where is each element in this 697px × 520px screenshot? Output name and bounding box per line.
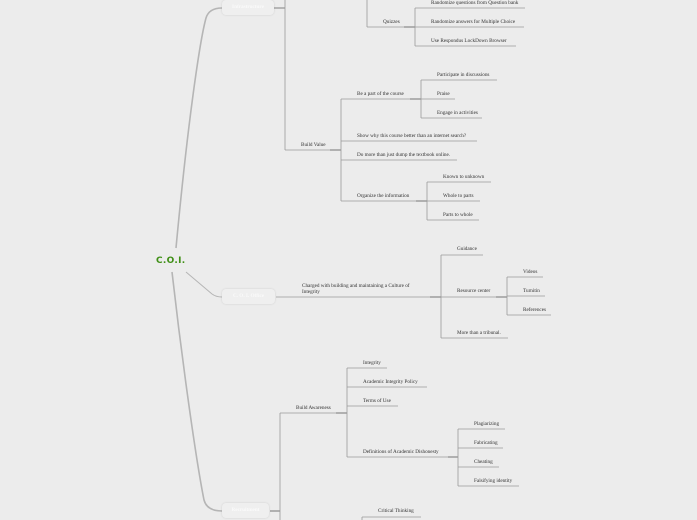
node-falsifying-identity[interactable]: Falsifying identity — [474, 478, 513, 484]
node-turnitin[interactable]: Turnitin — [523, 288, 540, 294]
node-known-to-unknown[interactable]: Known to unknown — [443, 174, 485, 180]
node-build-awareness[interactable]: Build Awareness — [296, 405, 331, 411]
main-node-infrastructure[interactable]: Infrastructure — [222, 0, 274, 15]
node-be-part-of-course[interactable]: Be a part of the course — [357, 91, 404, 97]
node-more-than-tribunal[interactable]: More than a tribunal. — [457, 330, 501, 336]
node-parts-to-whole[interactable]: Parts to whole — [443, 212, 473, 218]
node-charged-with-culture[interactable]: Charged with building and maintaining a … — [302, 283, 410, 295]
node-fabricating[interactable]: Fabricating — [474, 440, 498, 446]
node-randomize-answers[interactable]: Randomize answers for Multiple Choice — [431, 19, 516, 25]
node-build-value[interactable]: Build Value — [301, 142, 326, 148]
node-terms-of-use[interactable]: Terms of Use — [363, 398, 391, 404]
node-definitions-academic-dishonesty[interactable]: Definitions of Academic Dishonesty — [363, 449, 439, 455]
node-lockdown-browser[interactable]: Use Respondus LockDown Browser — [431, 38, 507, 44]
main-node-recruitment[interactable]: Recruitment — [222, 503, 269, 518]
node-randomize-questions[interactable]: Randomize questions from Question bank — [431, 0, 519, 6]
node-plagiarizing[interactable]: Plagiarizing — [474, 421, 500, 427]
node-do-more-than-dump[interactable]: Do more than just dump the textbook onli… — [357, 152, 451, 158]
node-participate-discussions[interactable]: Participate in discussions — [437, 72, 490, 78]
node-praise[interactable]: Praise — [437, 91, 450, 97]
node-whole-to-parts[interactable]: Whole to parts — [443, 193, 474, 199]
root-node-title[interactable]: C.O.I. — [156, 256, 186, 266]
node-videos[interactable]: Videos — [523, 269, 538, 275]
node-organize-information[interactable]: Organize the information — [357, 193, 410, 199]
node-references[interactable]: References — [523, 307, 547, 313]
node-integrity[interactable]: Integrity — [363, 360, 381, 366]
node-quizzes[interactable]: Quizzes — [383, 19, 400, 25]
node-resource-center[interactable]: Resource center — [457, 288, 491, 294]
node-guidance[interactable]: Guidance — [457, 246, 477, 252]
node-academic-integrity-policy[interactable]: Academic Integrity Policy — [363, 379, 418, 385]
node-cheating[interactable]: Cheating — [474, 459, 493, 465]
node-show-why-better[interactable]: Show why this course better than an inte… — [357, 133, 467, 139]
node-critical-thinking[interactable]: Critical Thinking — [378, 508, 414, 514]
main-node-coi-office[interactable]: C. O. I. Office — [222, 289, 275, 304]
node-engage-activities[interactable]: Engage in activities — [437, 110, 478, 116]
